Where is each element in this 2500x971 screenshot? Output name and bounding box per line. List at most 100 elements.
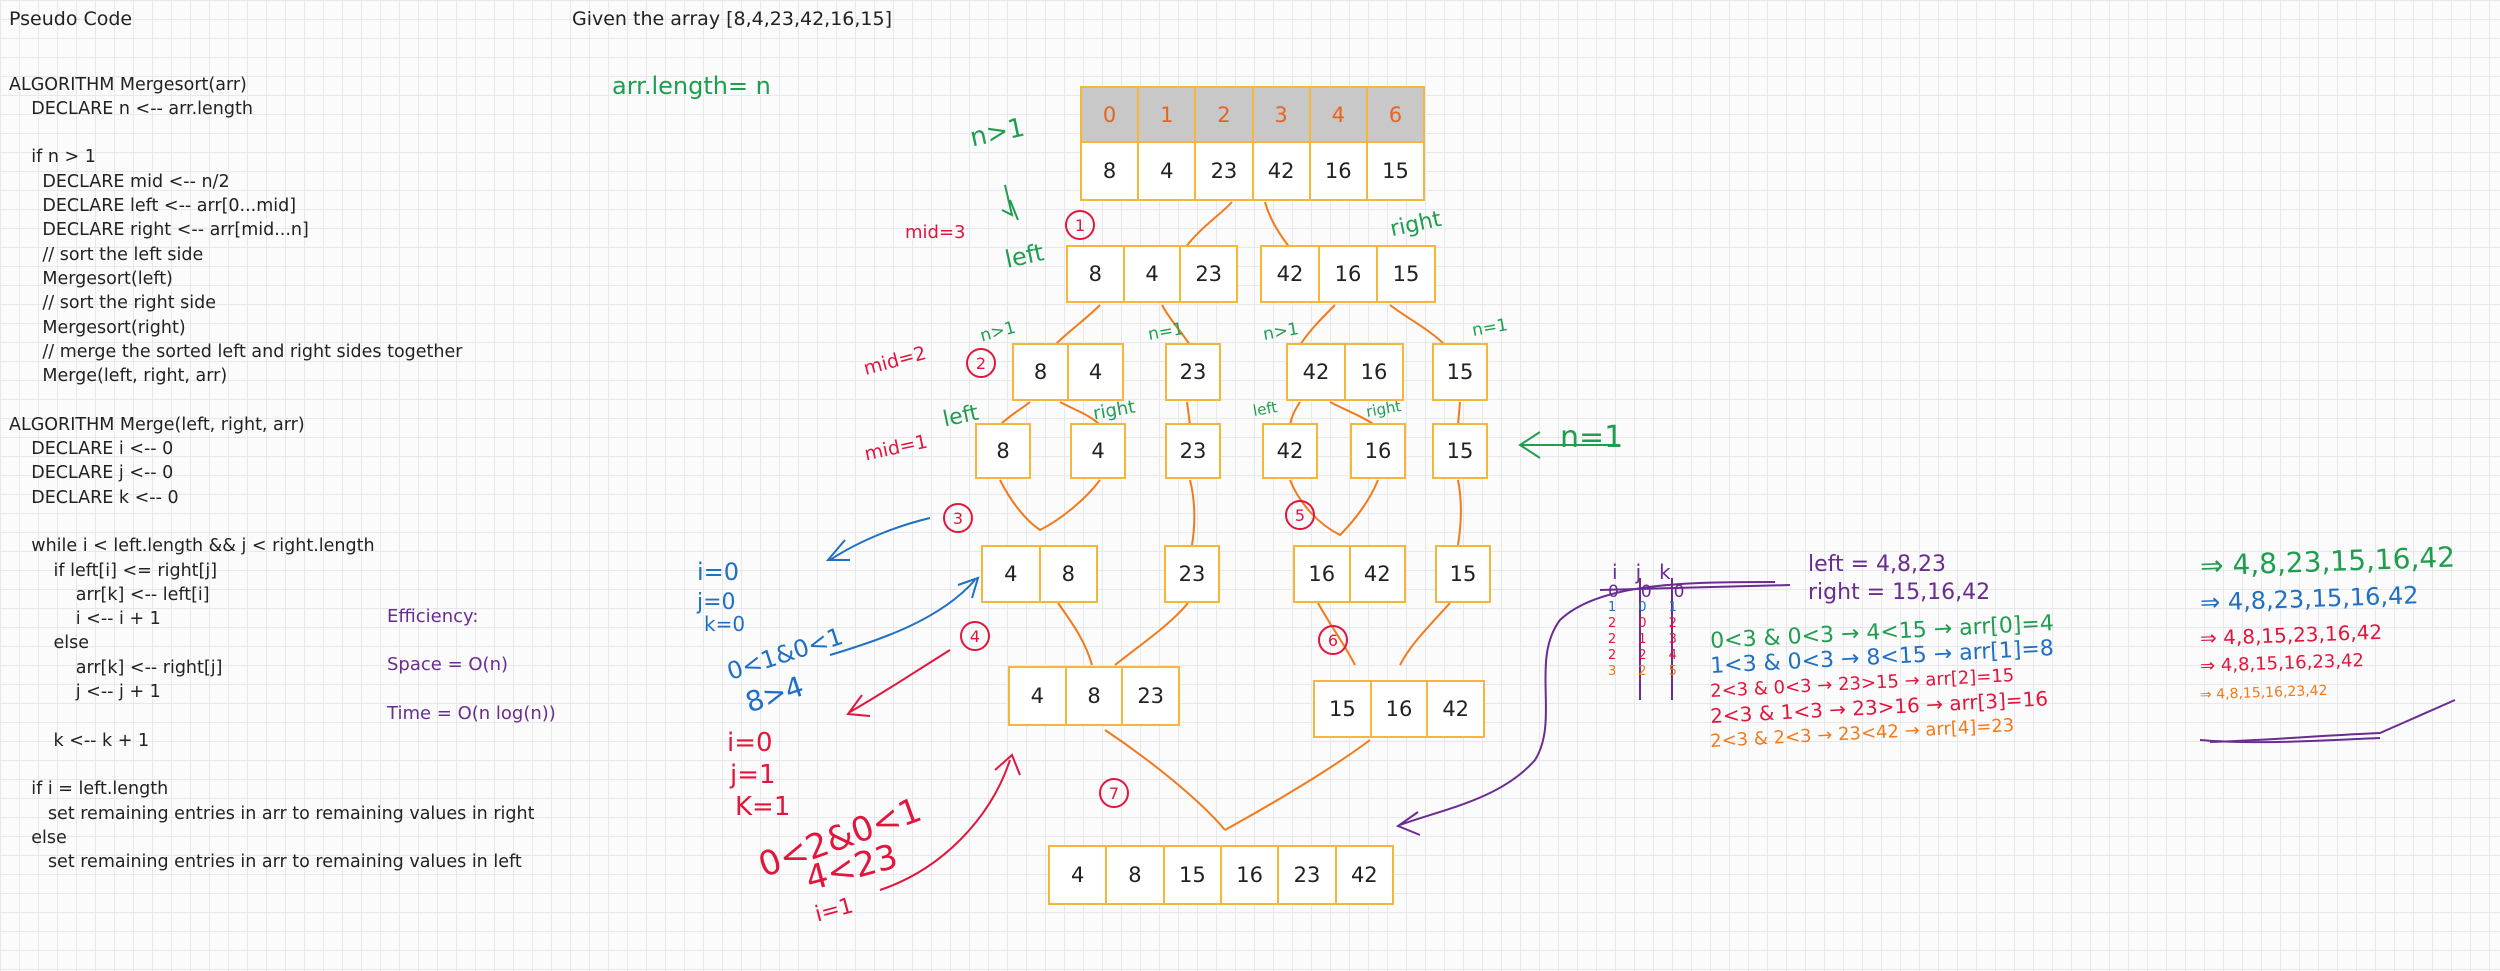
array-cell: 16	[1344, 345, 1402, 399]
array-cell: 16	[1308, 143, 1366, 199]
code-line: arr[k] <-- right[j]	[9, 657, 223, 678]
array-cell: 16	[1219, 847, 1277, 903]
array-cell: 4	[1308, 88, 1366, 141]
ijk-header: j	[1635, 560, 1642, 584]
code-line: DECLARE right <-- arr[mid...n]	[9, 220, 309, 241]
ijk-row: 1 0 1	[1608, 600, 1684, 616]
time-complexity: Time = O(n log(n))	[387, 703, 556, 724]
merge1-array-d: 15	[1435, 545, 1491, 603]
ijk-cell: 0	[1638, 600, 1647, 615]
red-note-j: j=1	[730, 760, 776, 790]
ijk-header: k	[1659, 560, 1671, 584]
array-cell: 42	[1276, 439, 1304, 463]
code-line: while i < left.length && j < right.lengt…	[9, 536, 375, 557]
code-line: if i = left.length	[9, 779, 169, 800]
merge1-array-b: 23	[1164, 545, 1220, 603]
array-cell: 23	[1179, 247, 1236, 301]
level3-array-c: 23	[1165, 423, 1221, 479]
code-line: DECLARE n <-- arr.length	[9, 98, 253, 119]
efficiency-title: Efficiency:	[387, 606, 479, 627]
array-cell: 15	[1376, 247, 1434, 301]
annotation-arrows	[825, 184, 2456, 891]
ijk-cell: 5	[1668, 664, 1677, 679]
step-2-marker: 2	[966, 348, 996, 378]
array-cell: 1	[1137, 88, 1194, 141]
left-values-note: left = 4,8,23	[1808, 552, 1947, 577]
array-cell: 2	[1194, 88, 1251, 141]
ijk-cell: 2	[1638, 648, 1647, 663]
array-cell: 4	[1004, 562, 1018, 586]
orange-split-lines	[999, 201, 1462, 831]
array-cell: 23	[1194, 143, 1251, 199]
array-cell: 4	[1122, 247, 1180, 301]
given-array-title: Given the array [8,4,23,42,16,15]	[572, 8, 893, 30]
blue-note-i: i=0	[697, 558, 740, 586]
code-line: ALGORITHM Merge(left, right, arr)	[9, 414, 305, 435]
code-line: // merge the sorted left and right sides…	[9, 341, 463, 362]
array-cell: 42	[1348, 547, 1405, 601]
ijk-cell: 0	[1608, 582, 1619, 602]
blue-note-j: j=0	[697, 590, 736, 615]
level3-array-d: 42	[1262, 423, 1318, 479]
blue-note-k: k=0	[704, 612, 746, 636]
array-cell: 42	[1276, 262, 1304, 286]
array-cell: 16	[1364, 439, 1392, 463]
array-cell: 6	[1365, 88, 1423, 141]
array-cell: 0	[1102, 102, 1117, 127]
level3-array-f: 15	[1432, 423, 1488, 479]
arr-length-note: arr.length= n	[612, 72, 771, 100]
code-line: // sort the left side	[9, 244, 204, 265]
array-cell: 15	[1328, 697, 1356, 721]
code-line: if left[i] <= right[j]	[9, 560, 218, 581]
array-cell: 16	[1318, 247, 1376, 301]
ijk-cell: 1	[1638, 632, 1647, 647]
step-3-marker: 3	[943, 503, 973, 533]
right-values-note: right = 15,16,42	[1808, 580, 1991, 605]
array-cell: 23	[1179, 439, 1207, 463]
array-cell: 15	[1446, 439, 1474, 463]
ijk-cell: 1	[1668, 600, 1677, 615]
ijk-cell: 0	[1638, 616, 1647, 631]
array-cell: 16	[1308, 562, 1336, 586]
code-line: ALGORITHM Mergesort(arr)	[9, 74, 247, 95]
code-line: Mergesort(left)	[9, 268, 173, 289]
code-line: DECLARE left <-- arr[0...mid]	[9, 196, 297, 217]
code-line: set remaining entries in arr to remainin…	[9, 803, 535, 824]
array-cell: 23	[1179, 360, 1207, 384]
code-line: arr[k] <-- left[i]	[9, 584, 210, 605]
ijk-cell: 1	[1608, 600, 1617, 615]
code-line: DECLARE k <-- 0	[9, 487, 179, 508]
array-cell: 42	[1426, 682, 1483, 736]
code-line: Merge(left, right, arr)	[9, 366, 228, 387]
array-cell: 15	[1365, 143, 1423, 199]
ijk-cell: 2	[1638, 664, 1647, 679]
ijk-cell: 0	[1673, 582, 1685, 602]
red-note-k: K=1	[735, 792, 791, 822]
array-cell: 15	[1449, 562, 1477, 586]
step-6-marker: 6	[1318, 625, 1348, 655]
code-line: DECLARE j <-- 0	[9, 463, 174, 484]
code-line: j <-- j + 1	[9, 682, 161, 703]
level3-array-a: 8	[975, 423, 1031, 479]
ijk-cell: 4	[1668, 648, 1677, 663]
ijk-header: i	[1612, 560, 1618, 584]
array-cell: 8	[996, 439, 1010, 463]
array-cell: 16	[1369, 682, 1427, 736]
mid-3-label: mid=3	[905, 222, 966, 243]
step-5-marker: 5	[1285, 500, 1315, 530]
array-cell: 4	[1070, 863, 1085, 887]
